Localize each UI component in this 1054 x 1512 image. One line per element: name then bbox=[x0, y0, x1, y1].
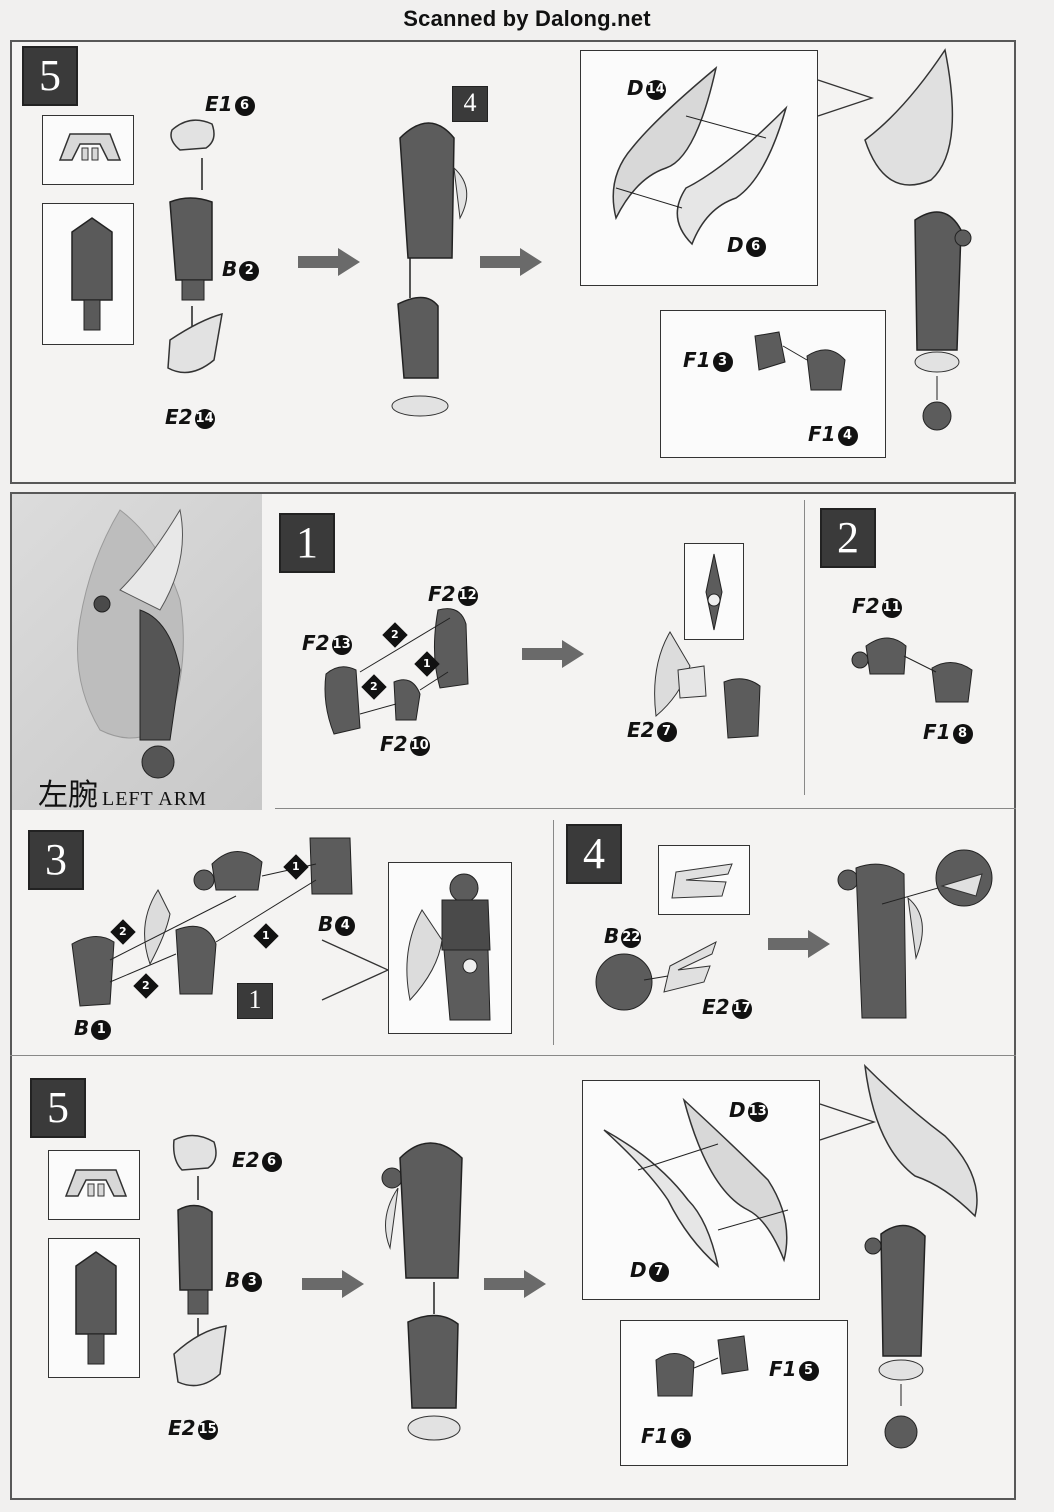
assembled-arm-illustration bbox=[863, 1063, 978, 1449]
left-arm-title: 左腕 LEFT ARM bbox=[38, 770, 207, 814]
left-arm-title-jp: 左腕 bbox=[38, 779, 98, 812]
pin-detail-illustration bbox=[705, 553, 723, 631]
step-number-top-5: 5 bbox=[22, 46, 78, 106]
blade-parts-illustration-top bbox=[612, 66, 788, 246]
shoulder-detail-illustration bbox=[406, 873, 491, 1021]
hand-assembly-illustration-step2 bbox=[851, 637, 973, 703]
step4-divider bbox=[553, 820, 554, 1045]
assembly-drawing-top-left bbox=[167, 119, 223, 374]
forearm-detail-illustration bbox=[71, 217, 113, 331]
shoulder-assembly-illustration bbox=[71, 837, 353, 1007]
watermark: Scanned by Dalong.net bbox=[403, 6, 651, 31]
sub-step-badge-4: 4 bbox=[452, 86, 488, 122]
callout-line-arm5 bbox=[819, 1103, 877, 1141]
flow-arrow-arm5-2 bbox=[484, 1270, 546, 1298]
arm-assembly-illustration-center bbox=[381, 1142, 463, 1441]
arm-assembly-illustration-left bbox=[172, 1134, 227, 1387]
blade-parts-illustration-arm bbox=[603, 1097, 789, 1269]
callout-line-top bbox=[817, 79, 875, 117]
left-arm-header-divider bbox=[275, 808, 1016, 809]
flow-arrow-top-2 bbox=[480, 248, 542, 276]
step-number-arm-3: 3 bbox=[28, 830, 84, 890]
shoulder-result-illustration-step4 bbox=[837, 849, 993, 1019]
left-arm-title-en: LEFT ARM bbox=[102, 788, 207, 810]
sub-step-badge-1: 1 bbox=[237, 983, 273, 1019]
assembled-leg-illustration-top bbox=[864, 48, 972, 431]
left-arm-reference-illustration bbox=[77, 508, 184, 779]
step-number-arm-5: 5 bbox=[30, 1078, 86, 1138]
hand-parts-illustration-top bbox=[754, 331, 846, 391]
clip-assembly-illustration-step4 bbox=[595, 940, 717, 1011]
flow-arrow-top-1 bbox=[298, 248, 360, 276]
assembly-drawing-top-center bbox=[391, 122, 468, 417]
left-arm-row-divider-2 bbox=[10, 1055, 1016, 1056]
callout-line-step3 bbox=[321, 939, 390, 1001]
step2-divider bbox=[804, 500, 805, 795]
arm-body-detail-illustration bbox=[75, 1251, 117, 1365]
flow-arrow-arm5-1 bbox=[302, 1270, 364, 1298]
clip-detail-illustration bbox=[671, 863, 733, 899]
flow-arrow-step1 bbox=[522, 640, 584, 668]
step-number-arm-1: 1 bbox=[279, 513, 335, 573]
blade-hand-illustration-step1 bbox=[654, 631, 761, 739]
flow-arrow-step4 bbox=[768, 930, 830, 958]
hand-parts-illustration-arm bbox=[655, 1335, 749, 1397]
step-number-arm-2: 2 bbox=[820, 508, 876, 568]
cap-detail-illustration bbox=[58, 133, 122, 161]
hand-assembly-illustration-step1 bbox=[324, 608, 469, 735]
detail-box-step4 bbox=[658, 845, 750, 915]
arm-cap-detail-illustration bbox=[64, 1169, 128, 1197]
step-number-arm-4: 4 bbox=[566, 824, 622, 884]
